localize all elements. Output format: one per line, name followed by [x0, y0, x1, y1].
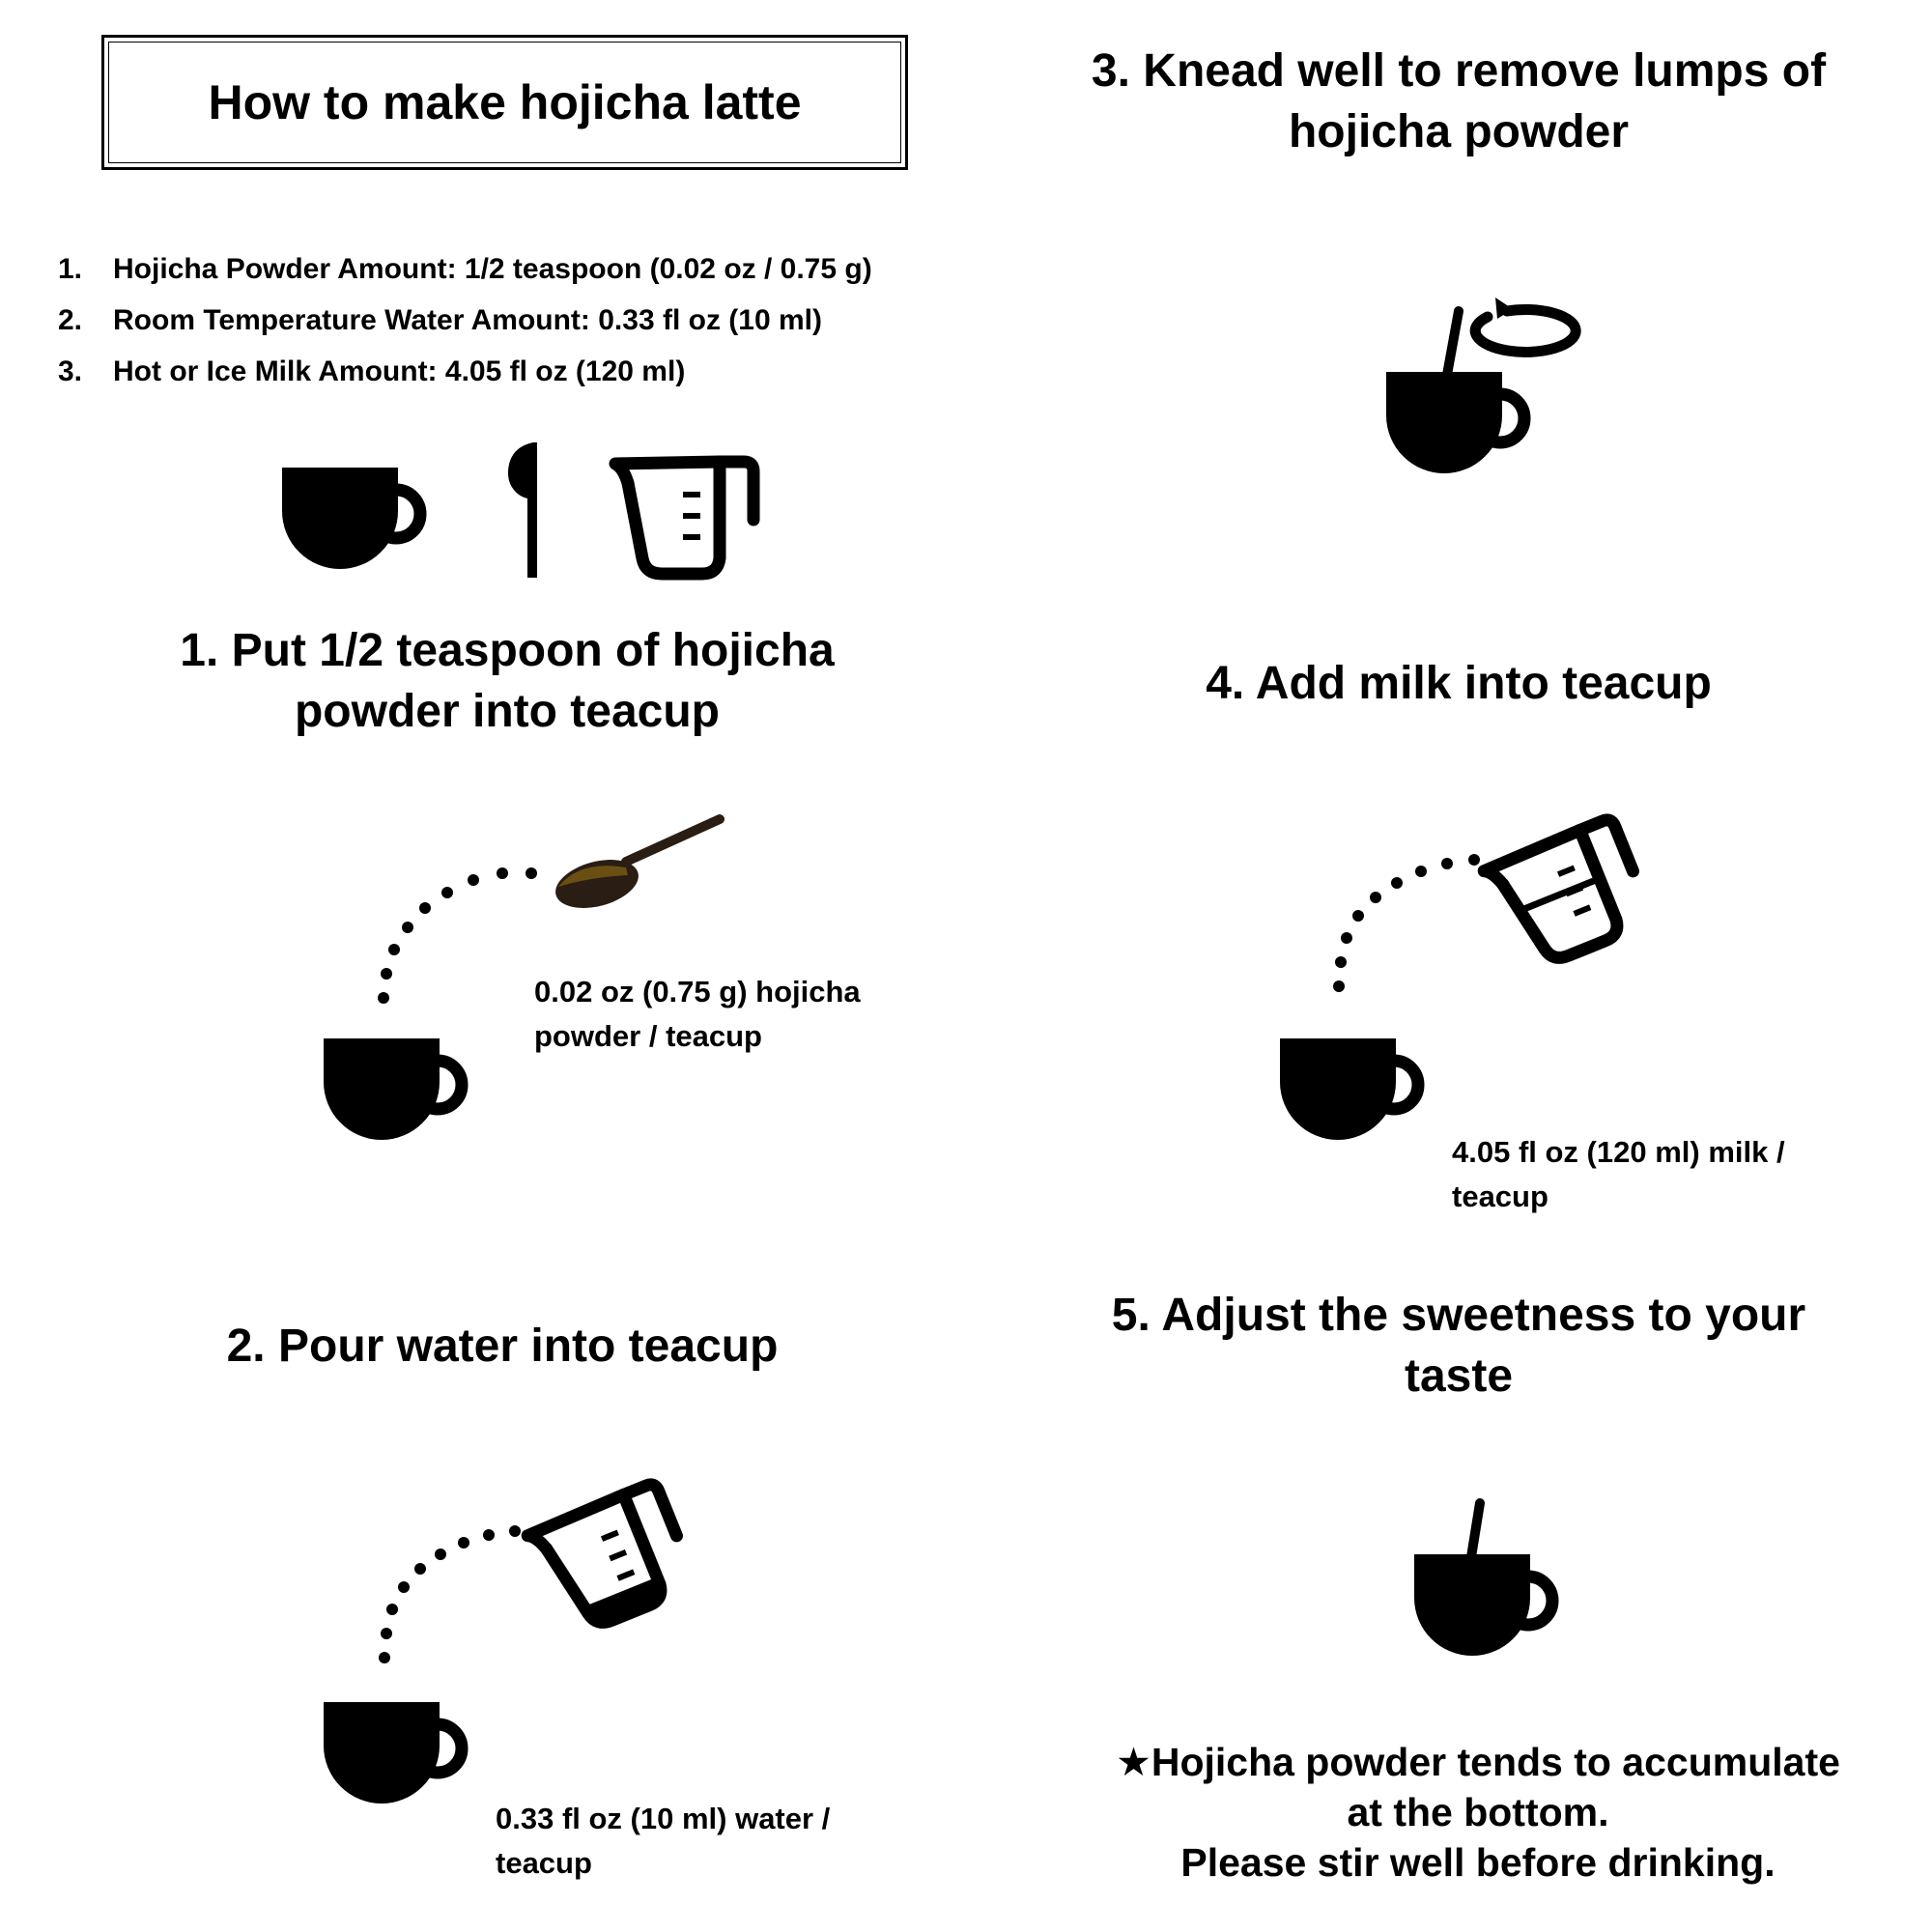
- stir-rotate-icon: [1442, 298, 1581, 380]
- list-item-number: 3.: [58, 355, 83, 387]
- step2-caption: 0.33 fl oz (10 ml) water / teacup: [496, 1797, 901, 1886]
- ingredient-list: 1. Hojicha Powder Amount: 1/2 teaspoon (…: [58, 243, 872, 397]
- step3-title: 3. Knead well to remove lumps of hojicha…: [1034, 41, 1884, 162]
- list-item-text: Hot or Ice Milk Amount: 4.05 fl oz (120 …: [113, 355, 686, 387]
- step1-caption-line1: 0.02 oz (0.75 g) hojicha: [534, 975, 861, 1009]
- note-text: ★Hojicha powder tends to accumulate at t…: [1063, 1737, 1893, 1888]
- note-line3: Please stir well before drinking.: [1180, 1840, 1776, 1885]
- step1-caption: 0.02 oz (0.75 g) hojicha powder / teacup: [534, 970, 921, 1059]
- spoon-icon: [508, 442, 537, 578]
- list-item-text: Hojicha Powder Amount: 1/2 teaspoon (0.0…: [113, 253, 872, 285]
- teacup-icon: [322, 1700, 476, 1806]
- step2-caption-line2: teacup: [496, 1846, 592, 1880]
- step4-caption-line2: teacup: [1452, 1179, 1548, 1213]
- step4-caption: 4.05 fl oz (120 ml) milk / teacup: [1452, 1130, 1858, 1219]
- step3-title-line2: hojicha powder: [1288, 106, 1630, 157]
- step4-caption-line1: 4.05 fl oz (120 ml) milk /: [1452, 1135, 1785, 1169]
- measuring-cup-icon: [529, 1483, 694, 1637]
- measuring-cup-icon: [1483, 816, 1652, 976]
- note-line2: at the bottom.: [1347, 1790, 1609, 1834]
- pour-dots-icon: [379, 1525, 521, 1663]
- step3-title-line1: 3. Knead well to remove lumps of: [1091, 45, 1827, 97]
- title-box: How to make hojicha latte: [101, 35, 908, 170]
- page-title: How to make hojicha latte: [108, 42, 901, 163]
- note-line1: ★Hojicha powder tends to accumulate: [1116, 1740, 1840, 1784]
- step2-title: 2. Pour water into teacup: [226, 1321, 779, 1372]
- step1-title: 1. Put 1/2 teaspoon of hojicha powder in…: [106, 620, 908, 742]
- teacup-icon: [1384, 370, 1539, 476]
- list-item-number: 1.: [58, 253, 83, 285]
- teacup-icon: [1278, 1037, 1433, 1143]
- step4-title: 4. Add milk into teacup: [1206, 658, 1712, 709]
- teacup-icon: [1412, 1552, 1567, 1659]
- step5-title-line1: 5. Adjust the sweetness to your: [1111, 1290, 1806, 1341]
- step1-title-line2: powder into teacup: [294, 686, 720, 737]
- pour-dots-icon: [1333, 854, 1480, 992]
- step2-caption-line1: 0.33 fl oz (10 ml) water /: [496, 1802, 831, 1835]
- step1-title-line1: 1. Put 1/2 teaspoon of hojicha: [180, 625, 835, 676]
- stir-stick-icon: [1465, 1498, 1485, 1568]
- list-item: 1. Hojicha Powder Amount: 1/2 teaspoon (…: [58, 243, 872, 295]
- list-item: 3. Hot or Ice Milk Amount: 4.05 fl oz (1…: [58, 346, 872, 397]
- teacup-icon: [322, 1037, 476, 1143]
- list-item-text: Room Temperature Water Amount: 0.33 fl o…: [113, 304, 822, 336]
- measuring-cup-icon: [613, 454, 768, 584]
- list-item: 2. Room Temperature Water Amount: 0.33 f…: [58, 295, 872, 346]
- step5-title-line2: taste: [1404, 1350, 1514, 1402]
- list-item-number: 2.: [58, 304, 83, 336]
- pour-dots-icon: [378, 867, 537, 1004]
- step1-caption-line2: powder / teacup: [534, 1019, 762, 1053]
- teacup-icon: [280, 466, 435, 572]
- spoon-icon: [555, 814, 724, 908]
- step5-title: 5. Adjust the sweetness to your taste: [1034, 1285, 1884, 1406]
